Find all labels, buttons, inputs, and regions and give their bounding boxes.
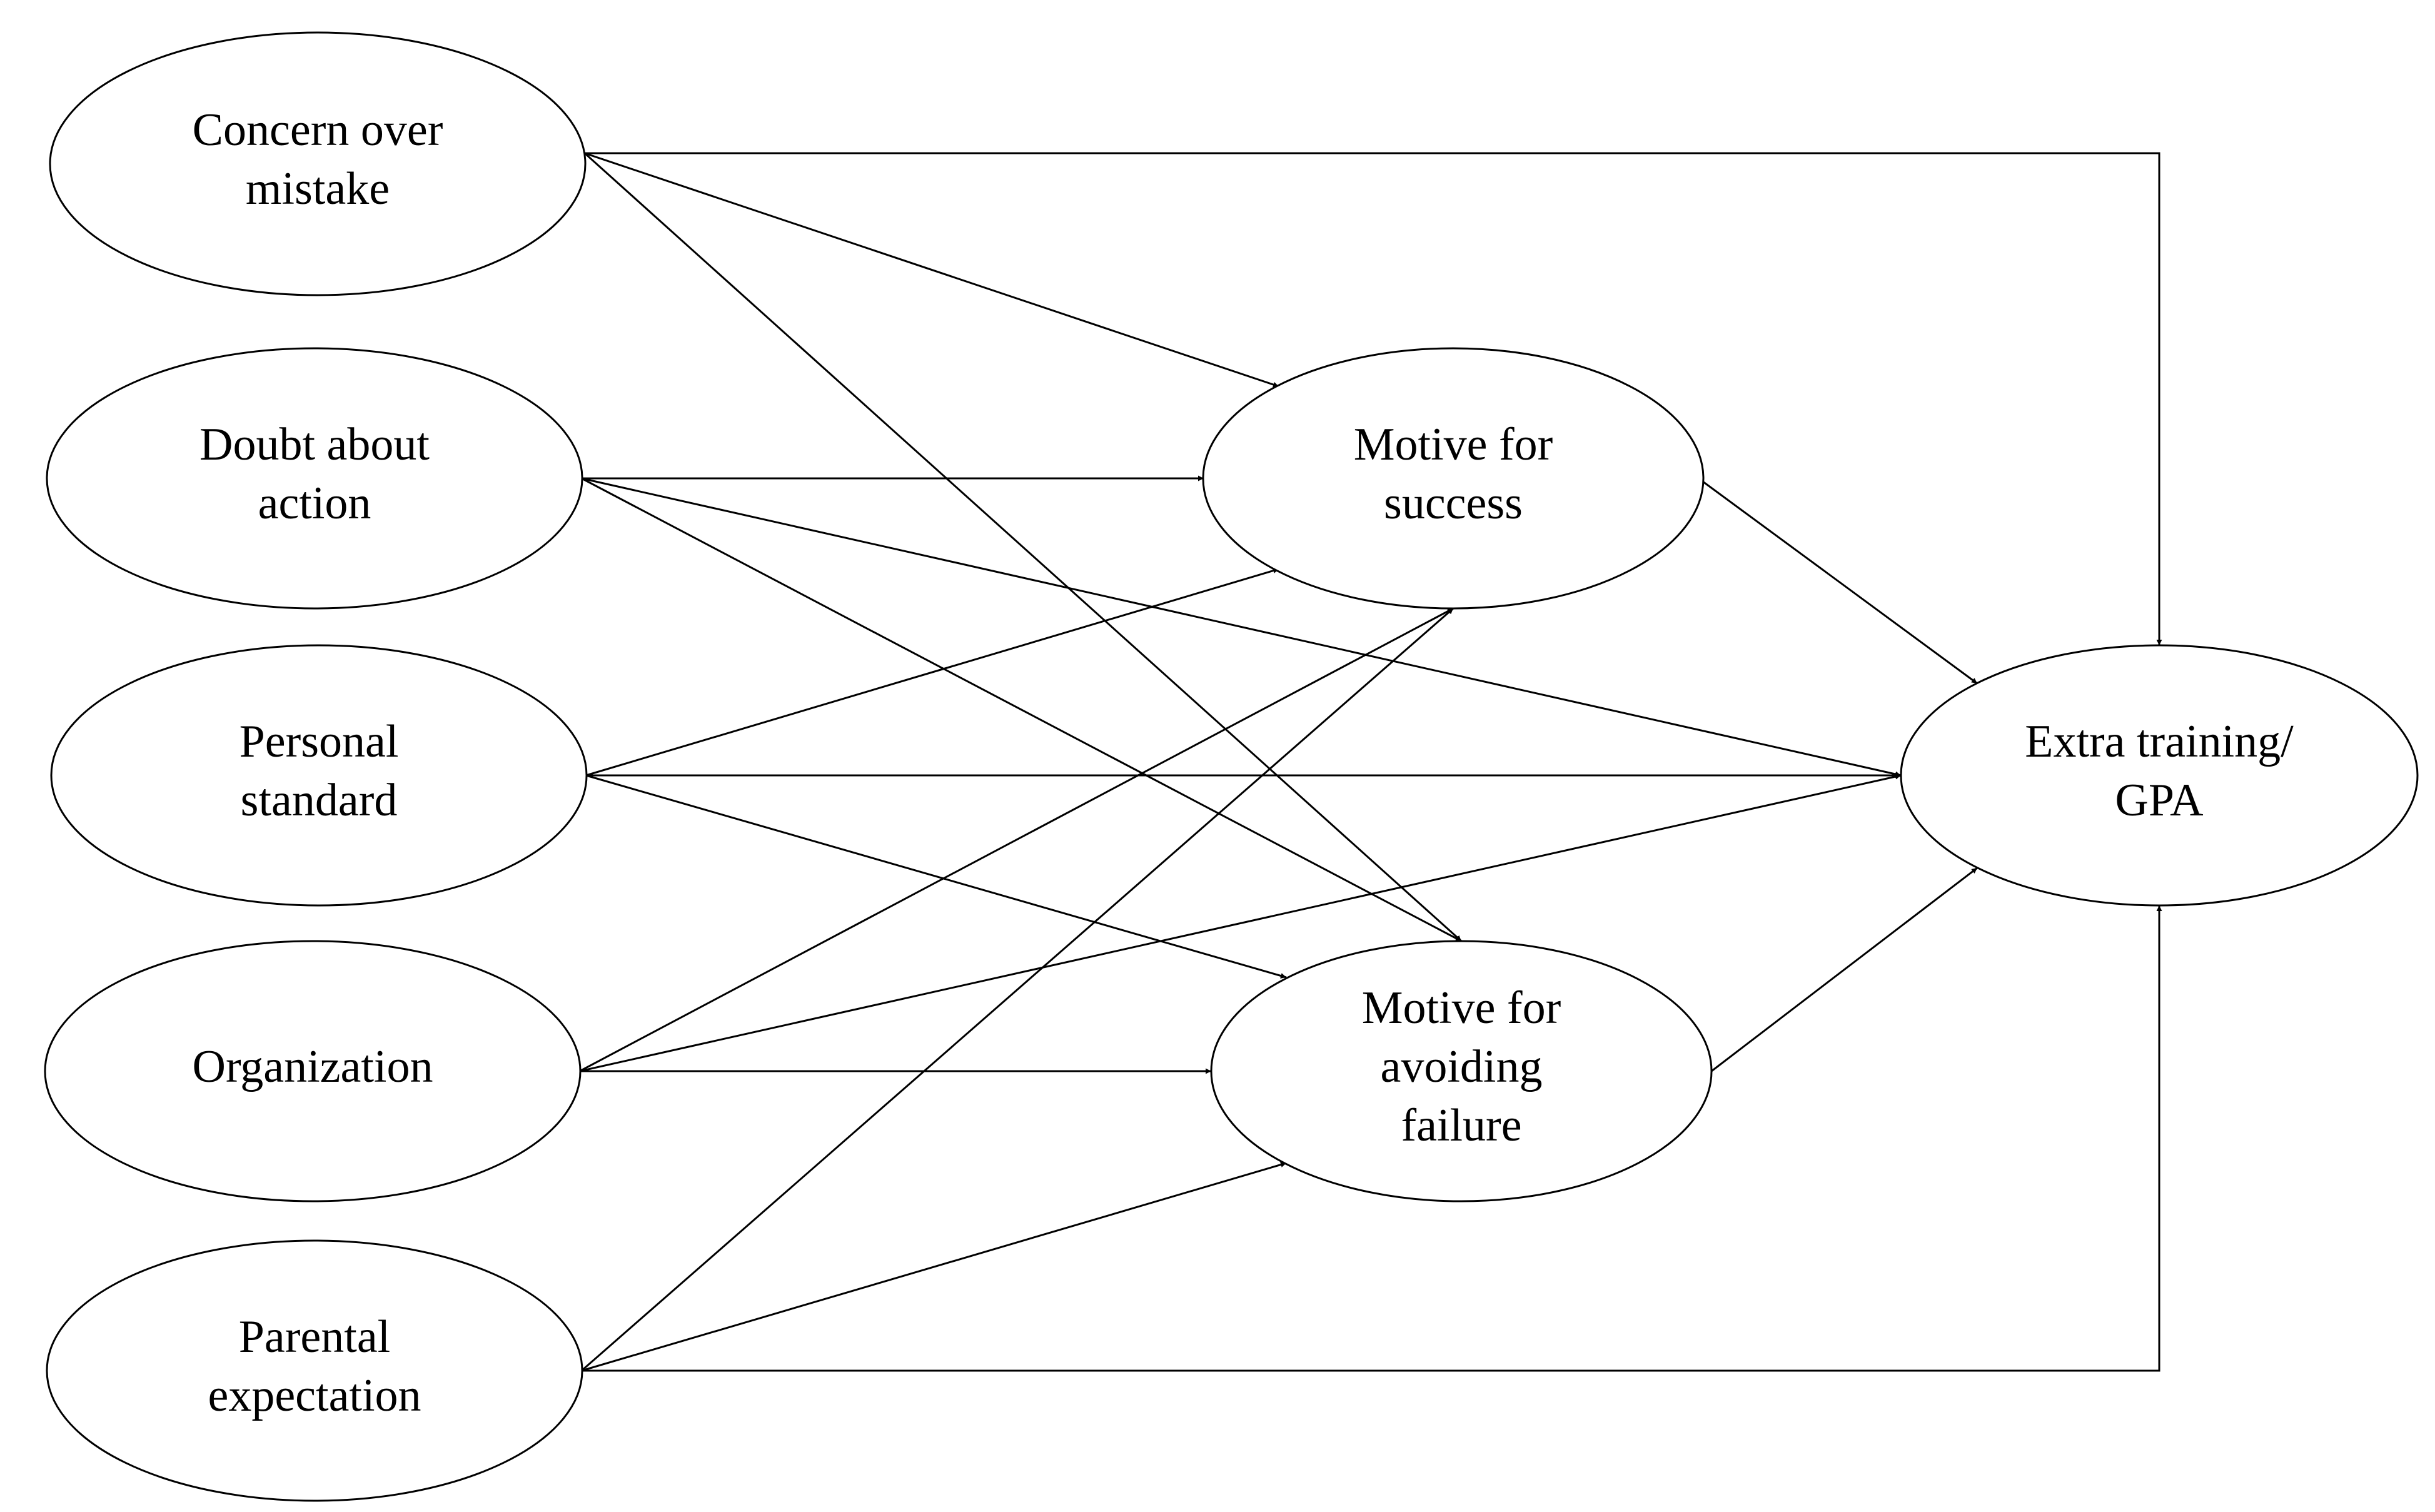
node-pe: Parental expectation bbox=[46, 1239, 583, 1502]
node-label-pe-line-1: Parental bbox=[239, 1311, 390, 1363]
edge-ps-to-ms bbox=[585, 568, 1279, 777]
node-label-et-line-2: GPA bbox=[2115, 775, 2203, 826]
edge-cm-to-et bbox=[585, 152, 2162, 645]
node-ps: Personal standard bbox=[50, 644, 588, 907]
node-label-et-line-1: Extra training/ bbox=[2025, 716, 2294, 767]
edge-ps-to-maf bbox=[585, 774, 1287, 979]
node-label-ms-line-1: Motive for bbox=[1354, 419, 1553, 470]
node-et: Extra training/GPA bbox=[1900, 644, 2419, 907]
node-label-org-line-1: Organization bbox=[193, 1041, 433, 1092]
node-label-ms-line-2: success bbox=[1384, 478, 1523, 529]
node-label-da-line-1: Doubt about bbox=[199, 419, 430, 470]
edge-cm-to-maf bbox=[583, 152, 1463, 942]
node-org: Organization bbox=[44, 940, 582, 1202]
node-label-maf-line-2: avoiding bbox=[1381, 1041, 1543, 1092]
node-ellipse-da bbox=[46, 347, 583, 610]
node-label-pe-line-2: expectation bbox=[208, 1370, 421, 1421]
node-ms: Motive for success bbox=[1202, 347, 1705, 610]
edge-org-to-et bbox=[579, 774, 1902, 1072]
node-ellipse-ms bbox=[1202, 347, 1705, 610]
edge-ms-to-et bbox=[1702, 480, 1978, 685]
node-ellipse-org bbox=[44, 940, 582, 1202]
node-label-ps-line-1: Personal bbox=[239, 716, 399, 767]
node-cm: Concern over mistake bbox=[49, 31, 587, 296]
node-label-da-line-2: action bbox=[258, 478, 371, 529]
node-label-ps-line-2: standard bbox=[241, 775, 398, 826]
edge-pe-to-et bbox=[582, 905, 2162, 1372]
node-ellipse-pe bbox=[46, 1239, 583, 1502]
node-label-cm-line-1: Concern over bbox=[193, 104, 443, 156]
edge-da-to-maf bbox=[581, 477, 1462, 942]
edge-da-to-et bbox=[581, 477, 1902, 777]
node-label-maf-line-1: Motive for bbox=[1362, 982, 1561, 1034]
edge-pe-to-ms bbox=[581, 607, 1454, 1372]
node-ellipse-et bbox=[1900, 644, 2419, 907]
node-label-cm-line-2: mistake bbox=[246, 163, 390, 214]
edge-pe-to-maf bbox=[581, 1162, 1287, 1372]
node-ellipse-maf bbox=[1210, 940, 1713, 1202]
edge-maf-to-et bbox=[1711, 867, 1978, 1072]
node-label-maf-line-3: failure bbox=[1401, 1100, 1521, 1151]
edges-layer bbox=[579, 152, 2162, 1372]
edge-org-to-ms bbox=[579, 607, 1454, 1072]
edge-cm-to-ms bbox=[584, 152, 1279, 388]
node-maf: Motive for avoiding failure bbox=[1210, 940, 1713, 1202]
node-da: Doubt about action bbox=[46, 347, 583, 610]
node-ellipse-ps bbox=[50, 644, 588, 907]
node-ellipse-cm bbox=[49, 31, 587, 296]
